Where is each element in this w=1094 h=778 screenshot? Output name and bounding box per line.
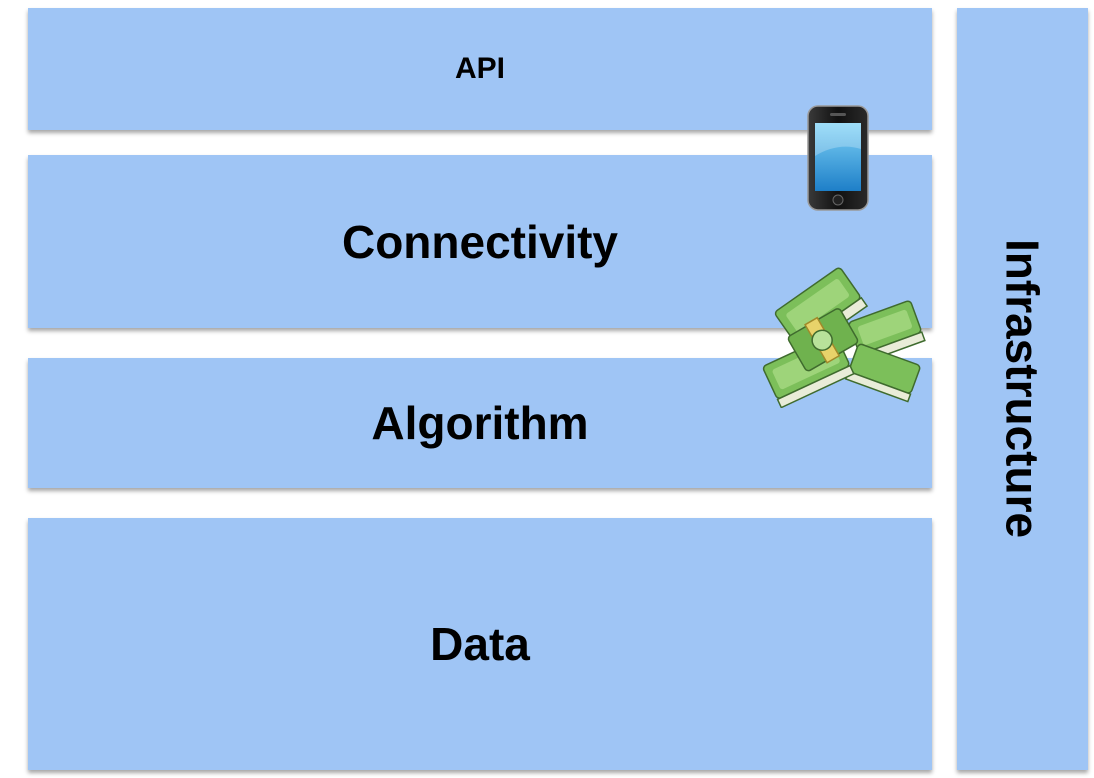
connectivity-layer: Connectivity xyxy=(28,155,932,328)
smartphone-icon xyxy=(807,105,869,211)
connectivity-label: Connectivity xyxy=(341,215,619,268)
cash-stack-icon xyxy=(762,267,926,408)
data-layer: Data xyxy=(28,518,932,770)
api-layer: API xyxy=(28,8,932,130)
data-label: Data xyxy=(430,618,530,670)
infrastructure-layer: Infrastructure xyxy=(957,8,1088,770)
infrastructure-label: Infrastructure xyxy=(996,239,1049,539)
api-label: API xyxy=(454,52,505,85)
algorithm-label: Algorithm xyxy=(371,397,589,449)
